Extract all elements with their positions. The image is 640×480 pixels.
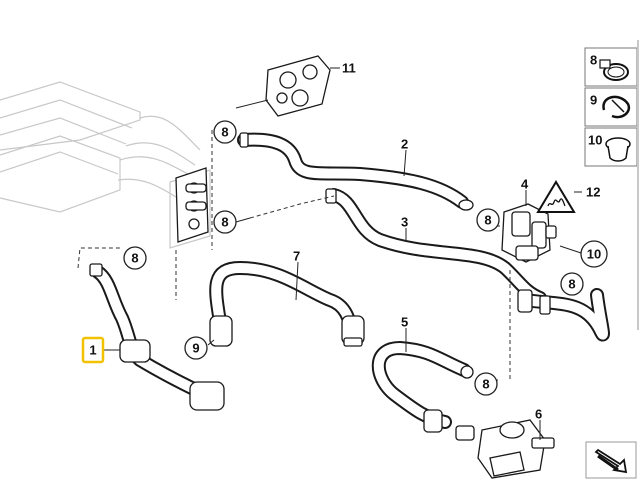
ghost-heater-core <box>0 81 211 249</box>
heater-flange <box>175 167 209 243</box>
leader-lines <box>77 67 585 440</box>
callout-3: 3 <box>401 215 408 230</box>
callout-5: 5 <box>401 315 408 330</box>
hose-right-loop <box>517 288 610 342</box>
legend-panel: 8 9 10 <box>584 47 638 167</box>
callout-label: 8 <box>221 215 228 230</box>
hose-part-1 <box>89 263 225 411</box>
callout-8-bottom: 8 <box>474 372 498 396</box>
valve-part-4 <box>501 203 557 263</box>
legend-item-10-label: 10 <box>588 133 602 148</box>
callout-label: 8 <box>482 377 489 392</box>
callout-label: 8 <box>221 125 228 140</box>
callout-label: 8 <box>484 213 491 228</box>
callout-8-right: 8 <box>560 272 584 296</box>
hose-part-5 <box>371 341 475 441</box>
hose-part-2 <box>237 132 474 211</box>
spring-clip-icon <box>602 95 631 119</box>
callout-4: 4 <box>521 177 529 192</box>
callout-6: 6 <box>535 407 542 422</box>
callout-9: 9 <box>184 336 208 360</box>
callout-label: 10 <box>587 247 601 262</box>
callout-8-valve: 8 <box>476 208 500 232</box>
callout-label: 9 <box>192 341 199 356</box>
callout-label: 8 <box>131 251 138 266</box>
hose-part-7 <box>209 261 365 347</box>
callout-11: 11 <box>342 61 356 76</box>
pump-part-6 <box>477 419 555 479</box>
callout-2: 2 <box>401 137 408 152</box>
callout-label: 1 <box>89 343 96 358</box>
legend-item-9-label: 9 <box>590 93 597 108</box>
callout-label: 8 <box>568 277 575 292</box>
callout-1-highlighted[interactable]: 1 <box>81 336 105 364</box>
next-page-arrow-icon[interactable] <box>585 441 637 479</box>
callout-12: 12 <box>586 185 600 200</box>
hose-clamp-icon <box>599 59 629 81</box>
callout-8-mid: 8 <box>213 210 237 234</box>
grommet-icon <box>605 137 631 162</box>
hot-surface-warning-icon <box>536 180 576 213</box>
callout-8-left: 8 <box>123 246 147 270</box>
callout-10: 10 <box>580 240 608 268</box>
hose-part-3 <box>325 188 547 305</box>
legend-item-8-label: 8 <box>590 53 597 68</box>
callout-7: 7 <box>293 249 300 264</box>
callout-8-top: 8 <box>213 120 237 144</box>
bracket-part-11 <box>265 55 331 117</box>
